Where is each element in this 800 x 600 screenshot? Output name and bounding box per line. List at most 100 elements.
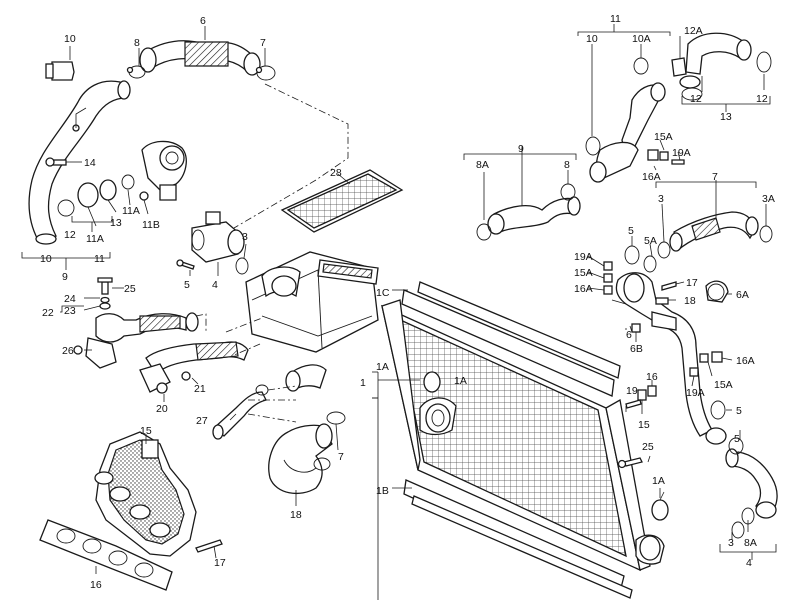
- hose-9-right: [476, 183, 581, 241]
- callout-24: 24: [64, 293, 76, 305]
- callout-19: 19: [626, 385, 638, 397]
- callout-21: 21: [194, 383, 206, 395]
- callout-22: 22: [42, 307, 54, 319]
- callout-14: 14: [84, 157, 96, 169]
- callout-1a-mid: 1A: [376, 361, 389, 373]
- callout-17-right: 17: [686, 277, 698, 289]
- hose-27: [212, 384, 269, 440]
- callout-16-right: 16: [646, 371, 658, 383]
- callout-8a-bottom: 8A: [744, 537, 757, 549]
- callout-13-left: 13: [110, 217, 122, 229]
- hose-7-right: [657, 211, 773, 259]
- callout-15a-low: 15A: [714, 379, 733, 391]
- callout-7-right: 7: [712, 171, 718, 183]
- hose-18: [268, 411, 346, 495]
- callout-6-right: 6: [626, 329, 632, 341]
- callout-7-top: 7: [260, 37, 266, 49]
- callout-3-mid: 3: [242, 231, 248, 243]
- sensor-6a: [705, 280, 729, 303]
- hose-clamp-7-top: [255, 65, 276, 81]
- callout-25-right: 25: [642, 441, 654, 453]
- callout-15-right: 15: [638, 419, 650, 431]
- callout-1a-low: 1A: [652, 475, 665, 487]
- callout-1: 1: [360, 377, 366, 389]
- callout-19a-mid: 19A: [574, 251, 593, 263]
- hose-22-assembly: [85, 312, 199, 369]
- callout-12-right1: 12: [690, 93, 702, 105]
- air-filter-element-28: [280, 169, 404, 233]
- callout-11b: 11B: [142, 219, 160, 231]
- gasket-16: [39, 519, 173, 591]
- intercooler-outlet-stub: [635, 499, 669, 565]
- air-mass-meter-4: [191, 211, 245, 263]
- callout-20: 20: [156, 403, 168, 415]
- hose-13-upper-right: [679, 32, 752, 89]
- clamp-12-right: [681, 51, 772, 101]
- callout-13-right: 13: [720, 111, 732, 123]
- callout-28: 28: [330, 167, 342, 179]
- callout-7-mid: 7: [338, 451, 344, 463]
- air-filter-housing: [245, 251, 379, 353]
- bolt-17-left: [195, 539, 223, 553]
- callout-27: 27: [196, 415, 208, 427]
- callout-4-mid: 4: [212, 279, 218, 291]
- seal-ring-3-mid: [235, 257, 249, 275]
- seal-10a: [633, 57, 649, 75]
- callout-11a-left2: 11A: [86, 233, 104, 245]
- callout-15-left: 15: [140, 425, 152, 437]
- callout-5-bottom: 5: [734, 433, 740, 445]
- callout-9-left: 9: [62, 271, 68, 283]
- callout-10-left: 10: [40, 253, 52, 265]
- exhaust-manifold-15: [94, 431, 197, 557]
- intake-hose-6: [139, 40, 261, 76]
- intercooler-1: [381, 281, 651, 599]
- callout-25-left: 25: [124, 283, 136, 295]
- callout-11a-left: 11A: [122, 205, 140, 217]
- callout-12-left: 12: [64, 229, 76, 241]
- callout-3-right: 3: [658, 193, 664, 205]
- screw-5-mid: [176, 259, 195, 270]
- callout-18-right: 18: [684, 295, 696, 307]
- hose-4-bottom-right: [725, 437, 778, 525]
- callout-11-top: 11: [610, 13, 621, 25]
- callout-6b: 6B: [630, 343, 643, 355]
- hose-20-21-assembly: [139, 341, 249, 394]
- callout-16-left: 16: [90, 579, 102, 591]
- turbo-elbow-fitting: [141, 140, 187, 201]
- callout-10-top: 10: [586, 33, 598, 45]
- hose-clamp-8-top: [126, 65, 146, 79]
- callout-9-right: 9: [518, 143, 524, 155]
- pipe-11-upper: [589, 82, 666, 183]
- callout-23: 23: [64, 305, 76, 317]
- callout-10-topleft: 10: [64, 33, 76, 45]
- callout-6a: 6A: [736, 289, 749, 301]
- callout-17-left: 17: [214, 557, 226, 569]
- callout-5-low: 5: [736, 405, 742, 417]
- fasteners-mid-right: [603, 261, 723, 409]
- connector-10-topleft: [45, 61, 75, 81]
- callout-16a-top: 16A: [642, 171, 661, 183]
- callout-8-right: 8: [564, 159, 570, 171]
- callout-16a-mid: 16A: [574, 283, 593, 295]
- housing-outlet-pipe: [285, 364, 327, 392]
- callout-15a-mid: 15A: [574, 267, 593, 279]
- washer-23: [99, 296, 111, 310]
- callout-3a: 3A: [762, 193, 775, 205]
- callout-16a-low: 16A: [736, 355, 755, 367]
- intercooler-inlet-stub: [419, 371, 457, 436]
- callout-15a-top: 15A: [654, 131, 673, 143]
- callout-4-bottom: 4: [746, 557, 752, 569]
- callout-26: 26: [62, 345, 74, 357]
- callout-18-left: 18: [290, 509, 302, 521]
- callout-5-right: 5: [628, 225, 634, 237]
- bolt-25-left: [97, 277, 113, 295]
- callout-3-bottom: 3: [728, 537, 734, 549]
- callout-1c: 1C: [376, 287, 390, 299]
- callout-11-left: 11: [94, 253, 105, 265]
- bolt-14: [45, 157, 67, 167]
- callout-12a: 12A: [684, 25, 703, 37]
- seal-5-low: [710, 400, 726, 420]
- clamp-3-bottom: [731, 521, 745, 539]
